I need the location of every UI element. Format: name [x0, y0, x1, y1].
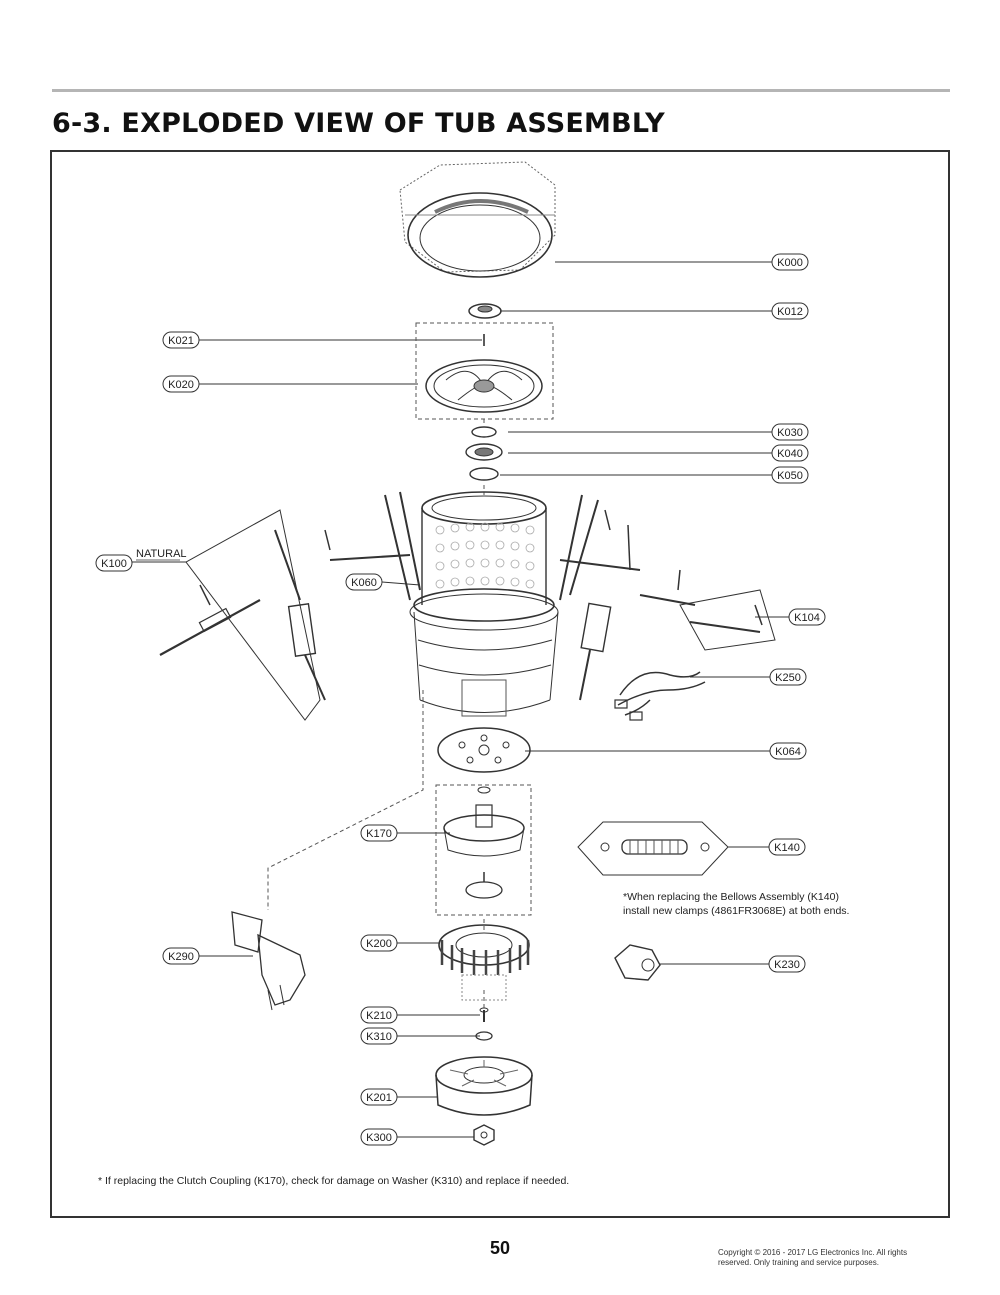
natural-label: NATURAL: [136, 548, 187, 560]
callout-k012: K012: [777, 306, 803, 318]
diagram-frame: [50, 150, 950, 1218]
callout-k250: K250: [775, 672, 801, 684]
leader-lines: [132, 261, 789, 1138]
callout-k050: K050: [777, 470, 803, 482]
tub-cover-part: [399, 161, 556, 278]
callout-k100: K100: [101, 558, 127, 570]
callout-k201: K201: [366, 1092, 392, 1104]
copyright-line2: reserved. Only training and service purp…: [718, 1258, 879, 1267]
copyright-notice: Copyright © 2016 - 2017 LG Electronics I…: [718, 1248, 958, 1268]
wire-harness-part: [614, 671, 706, 721]
callout-k170: K170: [366, 828, 392, 840]
page-title: 6-3. EXPLODED VIEW OF TUB ASSEMBLY: [52, 108, 665, 139]
callout-k200: K200: [366, 938, 392, 950]
top-rule: [52, 89, 950, 92]
copyright-line1: Copyright © 2016 - 2017 LG Electronics I…: [718, 1248, 908, 1257]
callout-k040: K040: [777, 448, 803, 460]
nut-part: [473, 1124, 495, 1146]
dashed-guides: [267, 322, 554, 1010]
stator-part: [435, 1056, 533, 1116]
pulsator-part: [425, 334, 543, 413]
page-number: 50: [489, 1238, 511, 1258]
base-plate-part: [437, 727, 531, 773]
callout-k230: K230: [774, 959, 800, 971]
bellows-part: [577, 821, 729, 876]
callout-k064: K064: [775, 746, 801, 758]
callout-k020: K020: [168, 379, 194, 391]
callout-bubbles: [95, 253, 826, 1146]
bracket-part: [231, 911, 306, 1011]
callout-k140: K140: [774, 842, 800, 854]
left-suspension-group-part: [159, 509, 326, 721]
callout-k000: K000: [777, 257, 803, 269]
callout-k060: K060: [351, 577, 377, 589]
callout-k021: K021: [168, 335, 194, 347]
bolt-washer-part: [475, 1007, 493, 1041]
bellows-note-line1: *When replacing the Bellows Assembly (K1…: [623, 891, 839, 903]
callout-k030: K030: [777, 427, 803, 439]
balancer-cap-part: [468, 303, 502, 319]
clutch-assembly-part: [443, 786, 525, 899]
rotor-part: [438, 924, 530, 1001]
hall-sensor-part: [614, 944, 661, 981]
callout-k290: K290: [168, 951, 194, 963]
right-suspension-group-part: [679, 589, 776, 651]
main-tub-part: [409, 491, 559, 717]
callout-k210: K210: [366, 1010, 392, 1022]
callout-k104: K104: [794, 612, 820, 624]
clutch-note: * If replacing the Clutch Coupling (K170…: [98, 1175, 569, 1187]
bellows-note-line2: install new clamps (4861FR3068E) at both…: [623, 905, 849, 917]
bearing-stack-part: [465, 426, 503, 481]
callout-k300: K300: [366, 1132, 392, 1144]
callout-k310: K310: [366, 1031, 392, 1043]
suspension-rods-part: [324, 491, 696, 701]
